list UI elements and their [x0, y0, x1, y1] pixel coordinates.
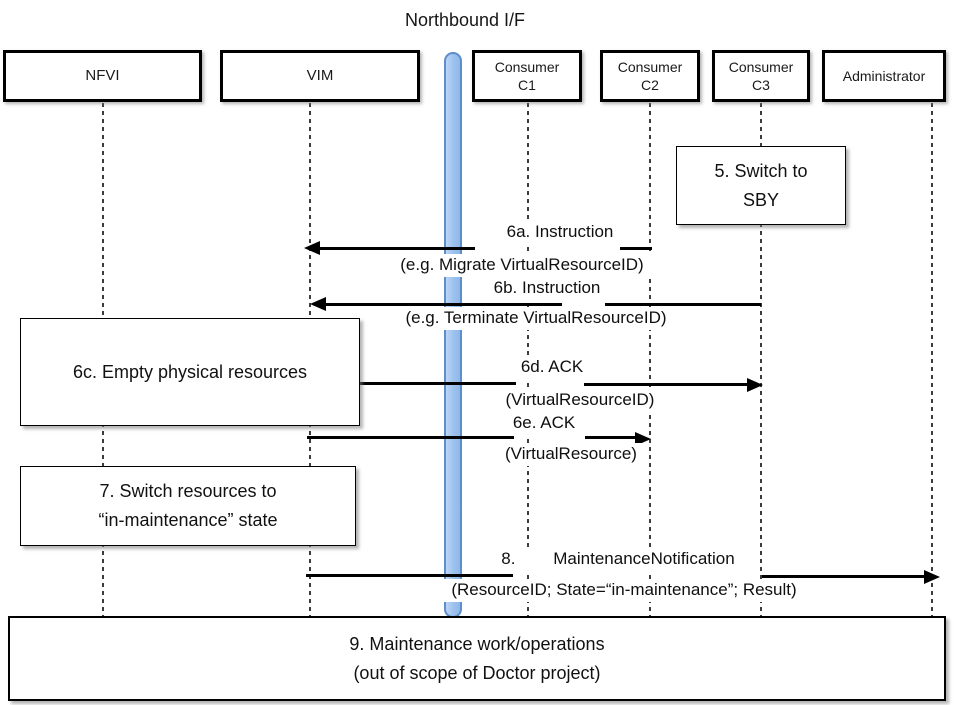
note-maintenance-work: 9. Maintenance work/operations (out of s…	[8, 616, 946, 701]
diagram-title: Northbound I/F	[404, 10, 526, 30]
arrow-6a-line-left	[308, 247, 475, 250]
arrow-6e-head	[635, 432, 651, 446]
message-6b-title: 6b. Instruction	[485, 277, 609, 301]
northbound-interface-bar	[444, 52, 462, 618]
actor-label-consumer-c1-line2: C1	[518, 77, 536, 93]
note-switch-to-sby-line1: 5. Switch to	[714, 160, 808, 181]
actor-box-nfvi: NFVI	[3, 50, 202, 102]
note-switch-resources-line2: “in-maintenance” state	[98, 510, 278, 530]
note-switch-to-sby-line2: SBY	[742, 189, 780, 210]
message-8-detail: (ResourceID; State=“in-maintenance”; Res…	[443, 579, 805, 603]
lifeline-consumer-c3	[760, 103, 762, 616]
actor-label-vim: VIM	[306, 67, 334, 85]
actor-box-administrator: Administrator	[822, 50, 946, 102]
lifeline-administrator	[931, 103, 933, 616]
note-maintenance-work-line2: (out of scope of Doctor project)	[353, 662, 601, 683]
actor-label-consumer-c3-line1: Consumer	[728, 58, 794, 75]
actor-label-consumer-c2-line2: C2	[641, 77, 659, 93]
arrow-6d-head	[747, 378, 763, 392]
lifeline-consumer-c2	[649, 103, 651, 616]
note-switch-to-sby: 5. Switch to SBY	[676, 146, 846, 225]
message-6e-detail: (VirtualResource)	[497, 443, 645, 467]
arrow-6e-line-left	[307, 436, 514, 439]
message-6e-title: 6e. ACK	[504, 412, 584, 436]
actor-label-consumer-c3-line2: C3	[752, 77, 770, 93]
actor-box-consumer-c1: Consumer C1	[472, 50, 582, 102]
message-6d-detail: (VirtualResourceID)	[497, 389, 663, 413]
arrow-6b-line-left	[314, 303, 562, 306]
arrow-6e-line-right	[585, 436, 635, 439]
actor-label-nfvi: NFVI	[85, 67, 120, 85]
arrow-8-head	[924, 570, 940, 584]
actor-label-administrator: Administrator	[842, 67, 926, 84]
actor-box-consumer-c3: Consumer C3	[712, 50, 810, 102]
arrow-6d-line-right	[584, 383, 748, 386]
note-maintenance-work-line1: 9. Maintenance work/operations	[349, 633, 605, 654]
arrow-8-line-right	[762, 575, 926, 578]
note-switch-resources-line1: 7. Switch resources to	[99, 481, 277, 502]
message-6b-detail: (e.g. Terminate VirtualResourceID)	[397, 307, 675, 331]
actor-label-consumer-c1-line1: Consumer	[494, 58, 560, 75]
note-empty-physical-resources-label: 6c. Empty physical resources	[72, 361, 308, 382]
arrow-8-line-left	[306, 574, 513, 577]
actor-label-consumer-c2-line1: Consumer	[617, 58, 683, 75]
actor-box-vim: VIM	[220, 50, 420, 102]
arrow-6b-line-right	[605, 303, 761, 306]
arrow-6a-line-right	[620, 247, 652, 250]
actor-box-consumer-c2: Consumer C2	[600, 50, 700, 102]
note-switch-resources-in-maintenance: 7. Switch resources to “in-maintenance” …	[20, 466, 356, 546]
note-empty-physical-resources: 6c. Empty physical resources	[20, 318, 360, 426]
message-8-title: 8. MaintenanceNotification	[493, 548, 743, 572]
arrow-6d-line-left	[358, 382, 516, 385]
message-6d-title: 6d. ACK	[512, 356, 592, 380]
message-6a-detail: (e.g. Migrate VirtualResourceID)	[392, 254, 652, 278]
message-6a-title: 6a. Instruction	[498, 221, 622, 245]
